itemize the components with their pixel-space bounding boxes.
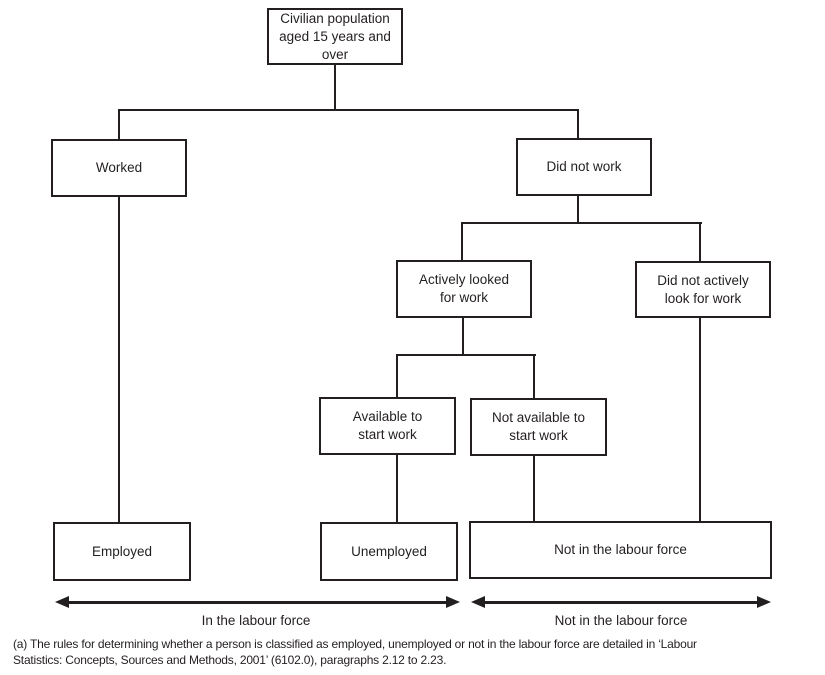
arrow-left-head-icon (471, 596, 485, 608)
in-labour-force-label: In the labour force (201, 613, 311, 628)
node-employed: Employed (53, 522, 191, 581)
node-worked: Worked (51, 139, 187, 197)
not-in-labour-force-label: Not in the labour force (554, 613, 688, 628)
connector-did-not-actively-to-nilf (699, 318, 701, 521)
node-did-not-work: Did not work (516, 138, 652, 196)
connector-to-worked (118, 109, 120, 139)
connector-level1-horizontal (118, 109, 579, 111)
node-not-available-to-start-work: Not available to start work (470, 398, 607, 456)
connector-not-available-to-nilf (533, 456, 535, 521)
node-civilian-population: Civilian population aged 15 years and ov… (267, 8, 403, 65)
node-actively-looked-for-work: Actively looked for work (396, 260, 532, 318)
connector-level2-horizontal (461, 222, 702, 224)
node-available-to-start-work: Available to start work (319, 397, 456, 455)
connector-level3-horizontal (396, 354, 536, 356)
connector-to-available (396, 354, 398, 397)
connector-actively-looked-down (462, 318, 464, 356)
connector-to-did-not-work (577, 109, 579, 138)
arrow-shaft (67, 601, 447, 604)
connector-to-actively-looked (461, 222, 463, 260)
connector-did-not-work-down (577, 196, 579, 224)
arrow-right-head-icon (446, 596, 460, 608)
connector-to-not-available (533, 354, 535, 398)
node-did-not-actively-look-for-work: Did not actively look for work (635, 261, 771, 318)
node-unemployed: Unemployed (320, 522, 458, 581)
arrow-right-head-icon (757, 596, 771, 608)
connector-available-to-unemployed (396, 455, 398, 522)
arrow-shaft (483, 601, 759, 604)
node-not-in-the-labour-force: Not in the labour force (469, 521, 772, 579)
footnote: (a) The rules for determining whether a … (13, 637, 697, 667)
connector-worked-to-employed (118, 197, 120, 522)
connector-civilian-down (334, 65, 336, 110)
arrow-left-head-icon (55, 596, 69, 608)
connector-to-did-not-actively-look (699, 222, 701, 261)
